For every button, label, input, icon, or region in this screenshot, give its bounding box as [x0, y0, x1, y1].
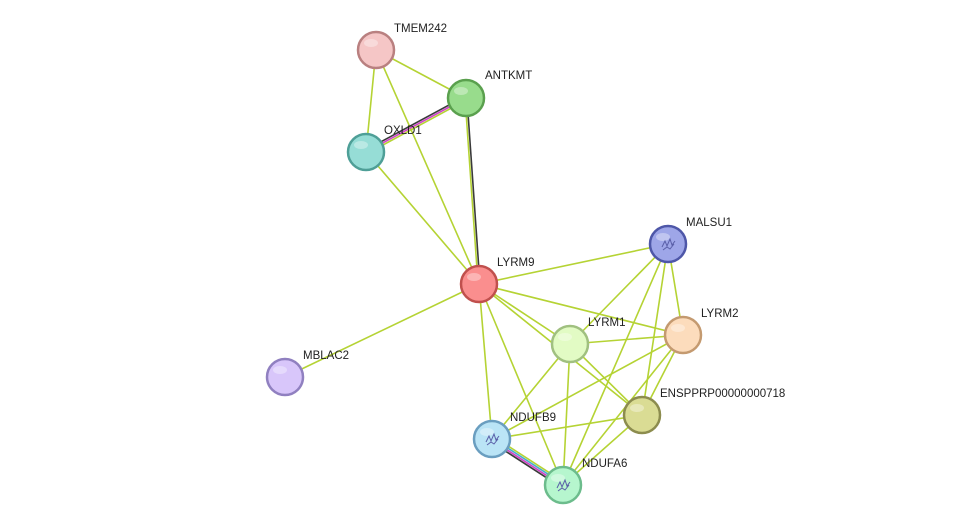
edge-line	[478, 283, 564, 486]
node-highlight	[454, 87, 468, 95]
edge-line	[641, 243, 669, 416]
node-ndufa6[interactable]: NDUFA6	[543, 458, 627, 505]
node-highlight	[467, 273, 481, 281]
edge-line	[569, 243, 669, 345]
node-circle[interactable]	[346, 132, 386, 172]
edge-line	[478, 283, 493, 440]
protein-structure-icon	[661, 237, 676, 251]
edge-LYRM2-NDUFB9[interactable]	[491, 334, 684, 440]
edge-line	[466, 97, 481, 285]
edge-MALSU1-ENSPPRP00000000718[interactable]	[641, 243, 669, 416]
protein-structure-icon	[485, 432, 500, 446]
node-mblac2[interactable]: MBLAC2	[265, 350, 349, 397]
node-lyrm2[interactable]: LYRM2	[663, 308, 739, 355]
node-label: LYRM9	[497, 257, 535, 269]
node-antkmt[interactable]: ANTKMT	[446, 70, 532, 118]
edge-LYRM1-NDUFA6[interactable]	[562, 343, 571, 486]
node-highlight	[364, 39, 378, 47]
node-label: LYRM1	[588, 317, 626, 329]
node-circle[interactable]	[550, 324, 590, 364]
edge-line	[365, 151, 480, 285]
node-label: ENSPPRP00000000718	[660, 388, 785, 400]
node-label: OXLD1	[384, 125, 422, 137]
node-highlight	[480, 428, 494, 436]
node-label: MALSU1	[686, 217, 732, 229]
node-circle[interactable]	[356, 30, 396, 70]
node-highlight	[630, 404, 644, 412]
node-lyrm1[interactable]: LYRM1	[550, 317, 626, 364]
node-tmem242[interactable]: TMEM242	[356, 23, 447, 70]
node-highlight	[273, 366, 287, 374]
edge-OXLD1-LYRM9[interactable]	[365, 151, 480, 285]
node-circle[interactable]	[622, 395, 662, 435]
node-enspprp00000000718[interactable]: ENSPPRP00000000718	[622, 388, 785, 435]
edge-LYRM9-LYRM2[interactable]	[478, 283, 684, 336]
edge-line	[562, 243, 669, 486]
node-circle[interactable]	[663, 315, 703, 355]
node-label: MBLAC2	[303, 350, 349, 362]
edge-line	[284, 283, 480, 378]
node-highlight	[354, 141, 368, 149]
edge-ENSPPRP00000000718-NDUFB9[interactable]	[491, 414, 643, 440]
edge-LYRM9-NDUFA6[interactable]	[478, 283, 564, 486]
edge-MALSU1-LYRM1[interactable]	[569, 243, 669, 345]
edge-TMEM242-LYRM9[interactable]	[375, 49, 480, 285]
node-circle[interactable]	[446, 78, 486, 118]
edge-LYRM9-MBLAC2[interactable]	[284, 283, 480, 378]
edge-LYRM9-MALSU1[interactable]	[478, 243, 669, 285]
edge-line	[491, 334, 684, 440]
node-circle[interactable]	[459, 264, 499, 304]
node-highlight	[558, 333, 572, 341]
edge-line	[478, 283, 684, 336]
node-lyrm9[interactable]: LYRM9	[459, 257, 535, 304]
protein-structure-icon	[556, 478, 571, 492]
node-label: LYRM2	[701, 308, 739, 320]
edge-line	[562, 334, 684, 486]
node-oxld1[interactable]: OXLD1	[346, 125, 422, 172]
node-label: ANTKMT	[485, 70, 532, 82]
edge-MALSU1-NDUFA6[interactable]	[562, 243, 669, 486]
edge-line	[464, 97, 479, 285]
node-label: TMEM242	[394, 23, 447, 35]
node-label: NDUFB9	[510, 412, 556, 424]
node-malsu1[interactable]: MALSU1	[648, 217, 732, 264]
edge-LYRM1-NDUFB9[interactable]	[491, 343, 571, 440]
node-ndufb9[interactable]: NDUFB9	[472, 412, 556, 459]
node-highlight	[671, 324, 685, 332]
edge-line	[562, 343, 571, 486]
edge-line	[491, 414, 643, 440]
edge-line	[375, 49, 480, 285]
edge-LYRM2-NDUFA6[interactable]	[562, 334, 684, 486]
node-label: NDUFA6	[582, 458, 627, 470]
edge-ANTKMT-LYRM9[interactable]	[464, 97, 481, 285]
edge-line	[478, 243, 669, 285]
edge-LYRM9-NDUFB9[interactable]	[478, 283, 493, 440]
node-highlight	[656, 233, 670, 241]
edge-line	[491, 343, 571, 440]
node-circle[interactable]	[265, 357, 305, 397]
node-highlight	[551, 474, 565, 482]
